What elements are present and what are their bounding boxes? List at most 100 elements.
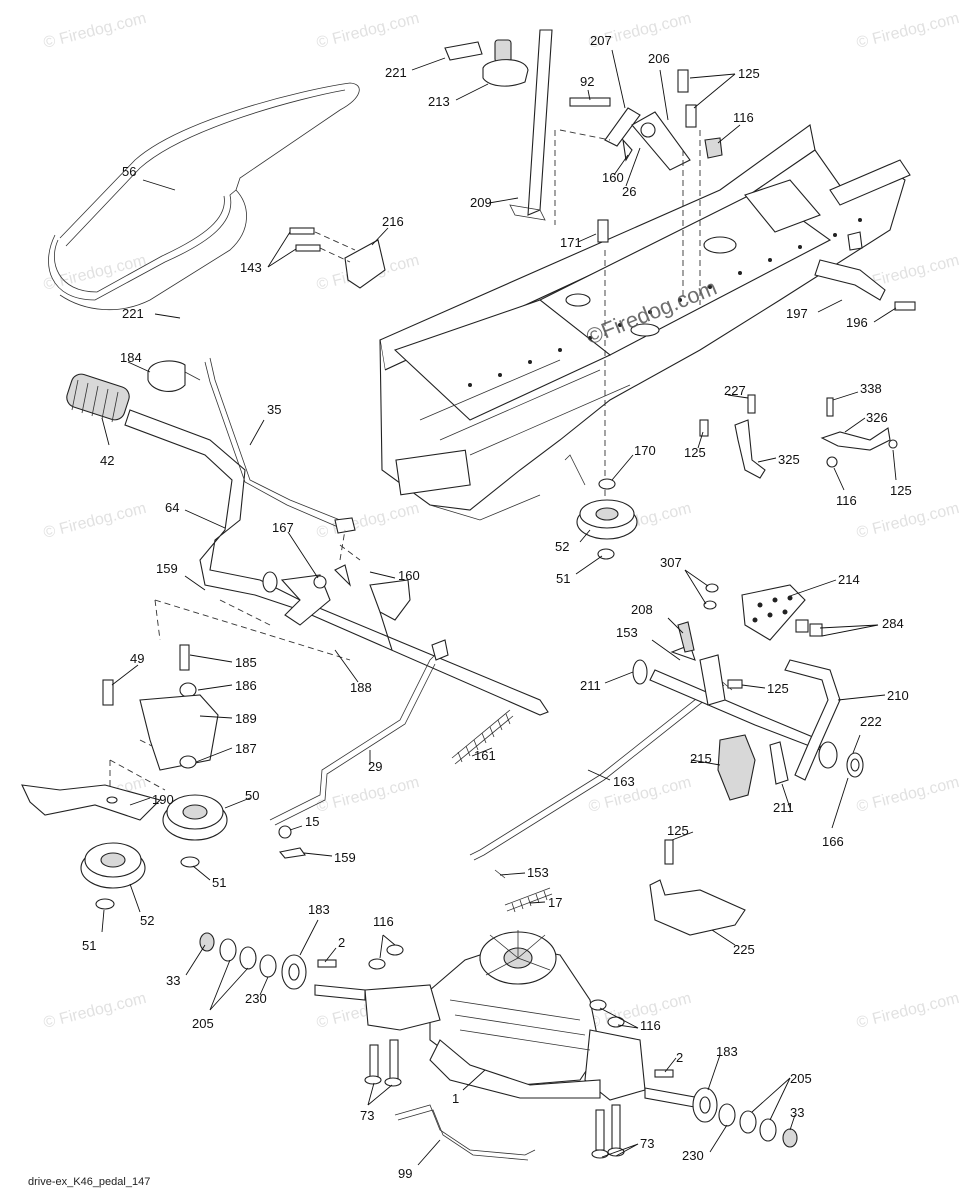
drive-belt — [48, 82, 360, 311]
part-callout-52: 52 — [555, 539, 569, 554]
bracket-216 — [289, 227, 386, 289]
part-callout-125: 125 — [738, 66, 760, 81]
part-callout-2: 2 — [338, 935, 345, 950]
part-callout-73: 73 — [640, 1136, 654, 1151]
part-callout-205: 205 — [790, 1071, 812, 1086]
watermark-text: © Firedog.com — [855, 10, 960, 52]
part-callout-15: 15 — [305, 814, 319, 829]
part-callout-2: 2 — [676, 1050, 683, 1065]
part-callout-51: 51 — [82, 938, 96, 953]
part-callout-186: 186 — [235, 678, 257, 693]
leader-lines — [101, 49, 897, 1166]
part-callout-116: 116 — [733, 110, 754, 125]
part-callout-190: 190 — [152, 792, 174, 807]
part-callout-205: 205 — [192, 1016, 214, 1031]
part-callout-159: 159 — [334, 850, 356, 865]
part-callout-221: 221 — [385, 65, 407, 80]
part-callout-92: 92 — [580, 74, 594, 89]
part-callout-197: 197 — [786, 306, 808, 321]
right-pedal-assembly — [469, 583, 864, 879]
part-callout-225: 225 — [733, 942, 755, 957]
part-callout-207: 207 — [590, 33, 612, 48]
part-callout-64: 64 — [165, 500, 179, 515]
part-callout-206: 206 — [648, 51, 670, 66]
part-callout-307: 307 — [660, 555, 682, 570]
part-callout-99: 99 — [398, 1166, 412, 1181]
part-callout-284: 284 — [882, 616, 904, 631]
part-callout-338: 338 — [860, 381, 882, 396]
right-brackets — [699, 231, 916, 479]
part-callout-35: 35 — [267, 402, 281, 417]
part-callout-211: 211 — [773, 800, 794, 815]
part-callout-163: 163 — [613, 774, 635, 789]
part-callout-159: 159 — [156, 561, 178, 576]
part-callout-183: 183 — [308, 902, 330, 917]
watermark-text: © Firedog.com — [42, 990, 148, 1032]
part-callout-230: 230 — [245, 991, 267, 1006]
pedal-bracket — [280, 529, 411, 651]
reference-lines-mid — [109, 599, 351, 795]
part-callout-42: 42 — [100, 453, 114, 468]
part-callout-222: 222 — [860, 714, 882, 729]
pulleys-left — [80, 794, 228, 910]
idler-bracket-left — [21, 644, 219, 821]
part-callout-125: 125 — [767, 681, 789, 696]
part-callout-116: 116 — [640, 1018, 661, 1033]
part-callout-183: 183 — [716, 1044, 738, 1059]
part-callout-166: 166 — [822, 834, 844, 849]
part-callout-221: 221 — [122, 306, 144, 321]
part-callout-1: 1 — [452, 1091, 459, 1106]
part-callout-188: 188 — [350, 680, 372, 695]
part-callout-29: 29 — [368, 759, 382, 774]
part-callout-50: 50 — [245, 788, 259, 803]
part-callout-211: 211 — [580, 678, 601, 693]
watermark-text: © Firedog.com — [315, 500, 421, 542]
part-callout-326: 326 — [866, 410, 888, 425]
part-callout-143: 143 — [240, 260, 262, 275]
part-callout-116: 116 — [373, 914, 394, 929]
part-callout-51: 51 — [212, 875, 226, 890]
part-callout-189: 189 — [235, 711, 257, 726]
watermark-text: © Firedog.com — [855, 500, 960, 542]
part-callout-153: 153 — [616, 625, 638, 640]
part-callout-208: 208 — [631, 602, 653, 617]
part-callout-33: 33 — [166, 973, 180, 988]
axle-hardware-left — [199, 932, 337, 990]
part-callout-185: 185 — [235, 655, 257, 670]
part-callout-125: 125 — [667, 823, 689, 838]
part-callout-116: 116 — [836, 493, 857, 508]
tractor-frame — [379, 124, 911, 521]
part-callout-187: 187 — [235, 741, 257, 756]
part-callout-26: 26 — [622, 184, 636, 199]
part-callout-161: 161 — [474, 748, 496, 763]
part-callout-196: 196 — [846, 315, 868, 330]
part-callout-73: 73 — [360, 1108, 374, 1123]
part-callout-325: 325 — [778, 452, 800, 467]
part-callout-52: 52 — [140, 913, 154, 928]
diagram-code-label: drive-ex_K46_pedal_147 — [28, 1176, 151, 1188]
transaxle — [314, 930, 701, 1159]
part-callout-56: 56 — [122, 164, 136, 179]
axle-hardware-right — [654, 1069, 798, 1148]
part-callout-210: 210 — [887, 688, 909, 703]
pedal-and-grip — [66, 360, 201, 423]
part-callout-209: 209 — [470, 195, 492, 210]
part-callout-214: 214 — [838, 572, 860, 587]
watermark-text: © Firedog.com — [315, 774, 421, 816]
hardware-top-left — [444, 39, 529, 87]
part-callout-216: 216 — [382, 214, 404, 229]
rod-and-spring-center — [269, 639, 514, 859]
pulley-center — [564, 454, 638, 560]
part-callout-227: 227 — [724, 383, 746, 398]
part-callout-213: 213 — [428, 94, 450, 109]
part-callout-167: 167 — [272, 520, 294, 535]
watermark-text: © Firedog.com — [42, 10, 148, 52]
reference-lines-top — [554, 129, 701, 500]
watermark-text: © Firedog.com — [42, 500, 148, 542]
part-callout-33: 33 — [790, 1105, 804, 1120]
part-callout-153: 153 — [527, 865, 549, 880]
pedal-shaft — [124, 357, 549, 716]
part-callout-51: 51 — [556, 571, 570, 586]
